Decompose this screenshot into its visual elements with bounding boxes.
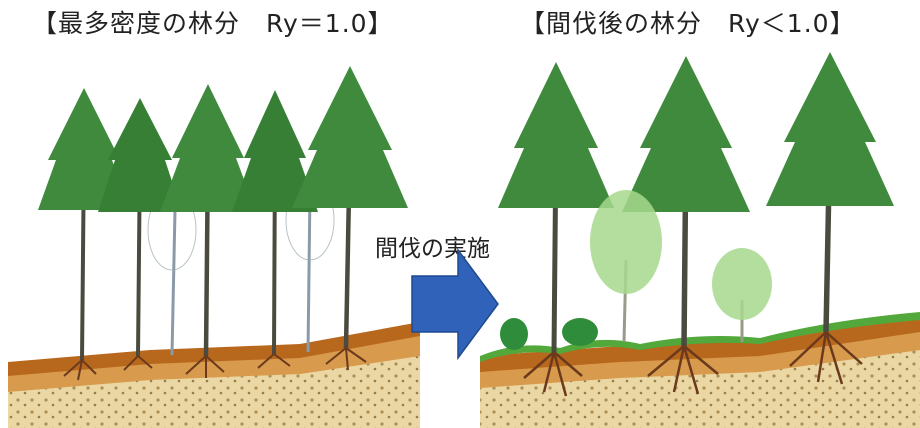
shrub <box>562 318 598 346</box>
tree <box>38 88 130 381</box>
thinning-arrow <box>411 247 499 361</box>
arrow-label: 間伐の実施 <box>375 236 490 262</box>
left-panel-title: 【最多密度の林分 Ry＝1.0】 <box>32 9 394 38</box>
tree <box>292 66 408 371</box>
shrub <box>500 318 528 350</box>
tree <box>766 52 894 385</box>
right-panel-title: 【間伐後の林分 Ry＜1.0】 <box>520 9 856 38</box>
tree <box>98 98 182 371</box>
broadleaf-tree <box>590 190 662 343</box>
left-ground <box>8 322 420 428</box>
tree <box>160 84 256 378</box>
tree <box>232 90 318 369</box>
tree <box>622 56 750 395</box>
suppressed-tree <box>147 189 197 356</box>
right-ground <box>480 312 920 428</box>
tree <box>498 62 614 397</box>
broadleaf-tree <box>712 248 772 342</box>
